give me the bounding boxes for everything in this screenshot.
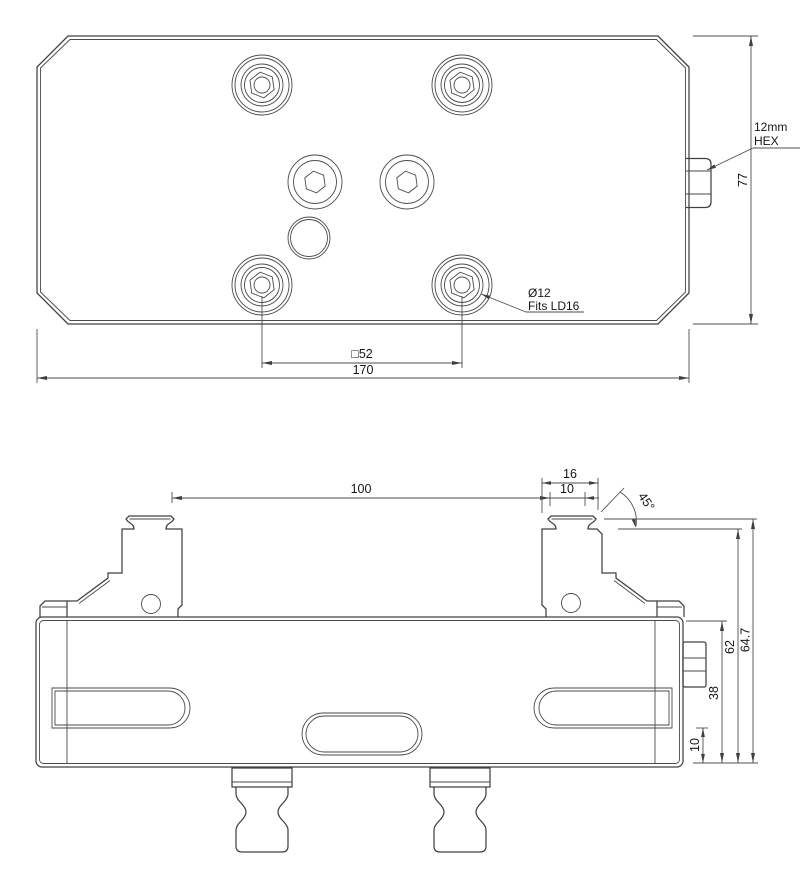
dim-100-text: 100 bbox=[351, 482, 372, 496]
dim-62-text: 62 bbox=[723, 640, 737, 654]
mounting-screw-top-right bbox=[431, 54, 493, 116]
bore-label-line1: Ø12 bbox=[528, 286, 551, 300]
dim-10-boss-text: 10 bbox=[560, 482, 574, 496]
dim-64-7-text: 64.7 bbox=[739, 628, 753, 652]
center-screw-left bbox=[287, 154, 343, 210]
slot-center bbox=[301, 712, 423, 756]
dim-boss-10: 10 bbox=[549, 482, 599, 506]
dim-52-text: □52 bbox=[351, 347, 373, 361]
dim-jaw-span-100: 100 bbox=[171, 482, 550, 503]
slot-left bbox=[51, 687, 191, 729]
side-hex-nut bbox=[686, 157, 712, 209]
center-screw-right bbox=[379, 154, 435, 210]
dim-10-slot-text: 10 bbox=[688, 738, 702, 752]
dim-45-text: 45° bbox=[635, 490, 657, 514]
jaw-right bbox=[541, 515, 685, 617]
top-view: 77 □52 170 12mm HEX bbox=[36, 35, 800, 383]
clamp-stud-right bbox=[429, 767, 491, 853]
dim-slot-offset-10: 10 bbox=[688, 728, 705, 763]
side-screw-hex bbox=[682, 641, 707, 688]
dim-77-text: 77 bbox=[736, 173, 750, 187]
dim-body-height-38: 38 bbox=[707, 621, 724, 763]
jaw-right-hole bbox=[561, 593, 581, 613]
hex-label-line2: HEX bbox=[754, 134, 779, 148]
dim-chamfer-angle-45: 45° bbox=[600, 487, 657, 528]
slot-right bbox=[533, 687, 673, 729]
dim-bolt-square-52: □52 bbox=[261, 296, 463, 368]
jaw-left bbox=[39, 515, 183, 617]
dim-jaw-top-height-62: 62 bbox=[723, 529, 740, 763]
dim-width-170: 170 bbox=[36, 329, 690, 383]
dim-extension-lines bbox=[604, 518, 758, 764]
mounting-screw-top-left bbox=[231, 54, 293, 116]
dim-total-height-64-7: 64.7 bbox=[739, 519, 755, 763]
bore-label-line2: Fits LD16 bbox=[528, 299, 580, 313]
hex-label-line1: 12mm bbox=[754, 120, 787, 134]
label-hex-12mm: 12mm HEX bbox=[706, 120, 800, 171]
plate-outline bbox=[36, 35, 690, 325]
dim-height-77: 77 bbox=[693, 35, 758, 325]
dim-jaw-width-16: 16 bbox=[541, 467, 599, 513]
locating-hole bbox=[287, 216, 331, 260]
dim-170-text: 170 bbox=[353, 363, 374, 377]
body-outline bbox=[35, 616, 684, 768]
dim-16-text: 16 bbox=[563, 467, 577, 481]
side-view: 100 10 16 45° bbox=[35, 467, 758, 853]
clamp-stud-left bbox=[231, 767, 293, 853]
dim-38-text: 38 bbox=[707, 686, 721, 700]
jaw-left-hole bbox=[141, 594, 161, 614]
label-bore-d12: Ø12 Fits LD16 bbox=[480, 286, 584, 313]
